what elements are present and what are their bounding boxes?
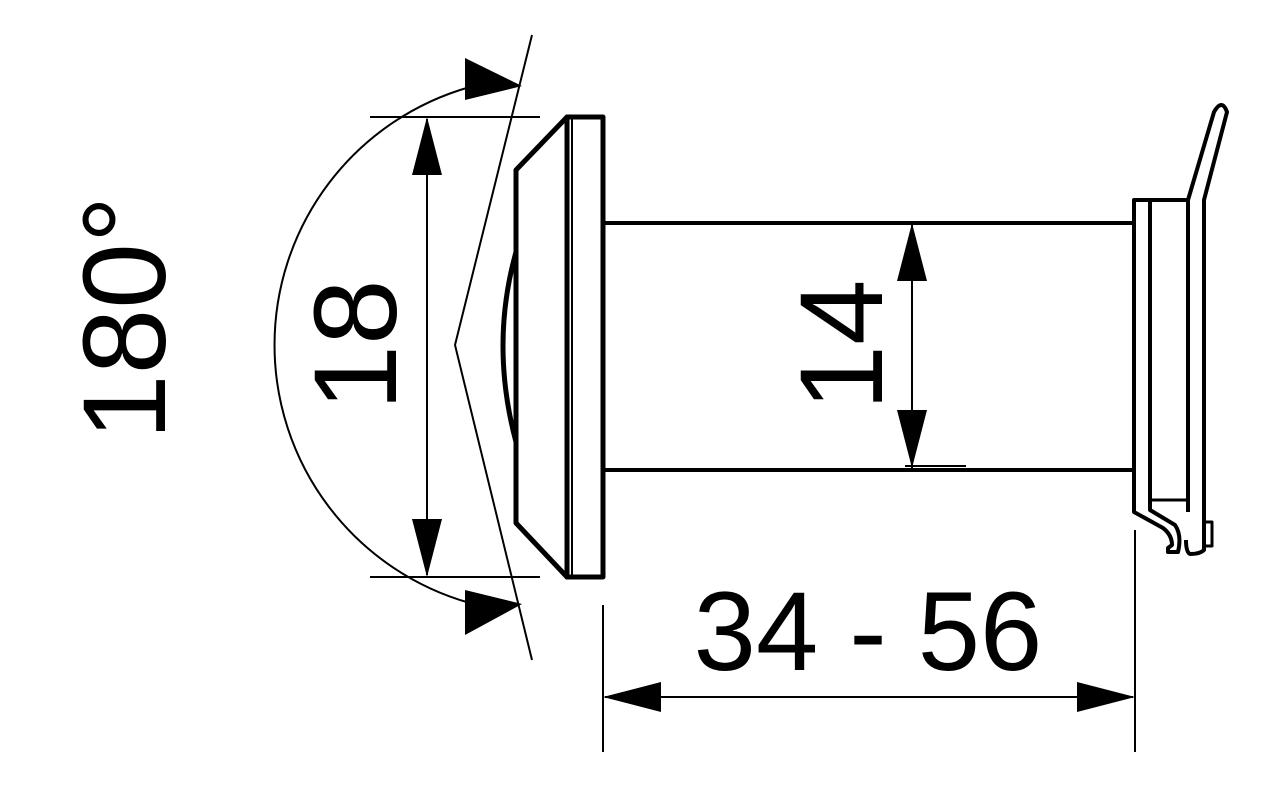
arrow-bottom	[465, 590, 522, 635]
flange	[564, 114, 606, 580]
rear-lever	[1184, 103, 1229, 556]
flange-diameter-label: 18	[290, 279, 422, 410]
rear-nut	[1132, 198, 1182, 554]
angle-label: 180°	[59, 196, 191, 440]
barrel-dimension	[897, 223, 966, 468]
arrow-top	[465, 58, 522, 100]
viewer-body	[500, 103, 1229, 580]
view-angle	[273, 34, 533, 661]
lens	[500, 251, 519, 443]
view-angle-lines	[453, 34, 533, 661]
barrel-diameter-label: 14	[776, 279, 908, 410]
flange-cone	[513, 114, 570, 580]
view-angle-arc	[273, 86, 471, 604]
thickness-dimension	[602, 530, 1136, 752]
door-thickness-label: 34 - 56	[694, 569, 1043, 694]
flange-dimension	[370, 116, 540, 578]
